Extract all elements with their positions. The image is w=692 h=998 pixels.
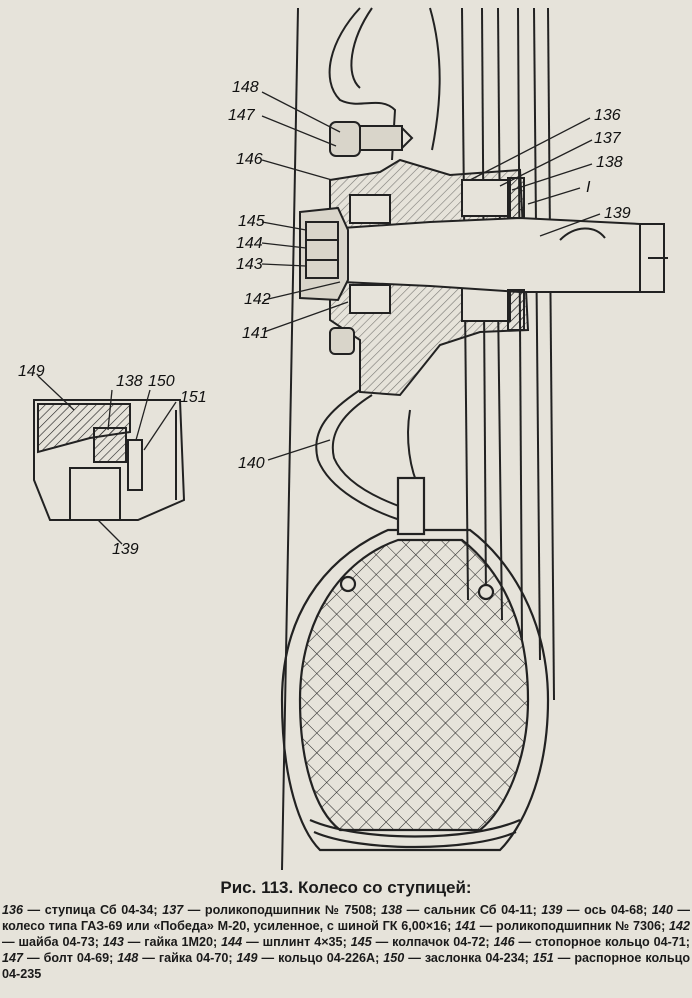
label-138: 138 [596,154,623,171]
label-148: 148 [232,79,259,96]
legend-number: 150 [383,951,405,965]
legend-number: 139 [541,903,563,917]
legend-number: 149 [236,951,258,965]
legend-number: 138 [381,903,403,917]
detail-inset [33,399,186,521]
legend-number: 143 [102,935,124,949]
legend-number: 144 [221,935,243,949]
caption-title: Рис. 113. Колесо со ступицей: [220,878,472,897]
label-143: 143 [236,256,263,273]
legend-number: 148 [117,951,139,965]
legend-number: 136 [2,903,24,917]
label-145: 145 [238,213,265,230]
detail-label-139: 139 [112,541,139,558]
wheel-hub-drawing: 148 147 146 145 144 143 142 141 140 136 … [18,7,668,871]
legend-text: — ось 04-68; [562,903,652,917]
legend-number: 137 [162,903,184,917]
detail-label-149: 149 [18,363,45,380]
legend-number: 140 [651,903,673,917]
detail-label-138: 138 [116,373,143,390]
legend-text: — шайба 04-73; [2,935,103,949]
legend-text: — гайка 1М20; [123,935,222,949]
detail-label-150: 150 [148,373,175,390]
label-142: 142 [244,291,271,308]
legend-text: — колпачок 04-72; [371,935,494,949]
legend-text: — колесо типа ГАЗ-69 или «Победа» М-20, … [2,903,690,933]
legend-text: — ступица Сб 04-34; [23,903,163,917]
label-147: 147 [228,107,256,124]
label-141: 141 [242,325,269,342]
figure-caption: Рис. 113. Колесо со ступицей: 136 — ступ… [0,878,692,982]
legend-number: 142 [668,919,690,933]
label-137: 137 [594,130,622,147]
legend-text: — сальник Сб 04-11; [402,903,542,917]
label-144: 144 [236,235,263,252]
legend-number: 141 [455,919,477,933]
legend-text: — распорное кольцо 04-235 [2,951,691,981]
legend-text: — роликоподшипник № 7306; [476,919,669,933]
axle [341,216,668,293]
legend-number: 151 [532,951,554,965]
label-136: 136 [594,107,621,124]
label-139: 139 [604,205,631,222]
legend-text: — заслонка 04-234; [404,951,533,965]
legend-number: 147 [2,951,24,965]
label-146: 146 [236,151,263,168]
tire [280,476,550,852]
legend-number: 146 [493,935,515,949]
legend-text: — стопорное кольцо 04-71; [514,935,691,949]
legend-text: — кольцо 04-226А; [257,951,384,965]
label-I: I [586,179,591,196]
detail-label-151: 151 [180,389,207,406]
legend-text: — роликоподшипник № 7508; [183,903,382,917]
legend-text: — гайка 04-70; [138,951,237,965]
label-140: 140 [238,455,265,472]
legend-number: 145 [350,935,372,949]
axle-nut [299,206,349,302]
parts-legend: 136 — ступица Сб 04-34; 137 — роликоподш… [0,902,692,982]
legend-text: — болт 04-69; [23,951,118,965]
legend-text: — шплинт 4×35; [242,935,351,949]
leader-lines [37,91,601,545]
